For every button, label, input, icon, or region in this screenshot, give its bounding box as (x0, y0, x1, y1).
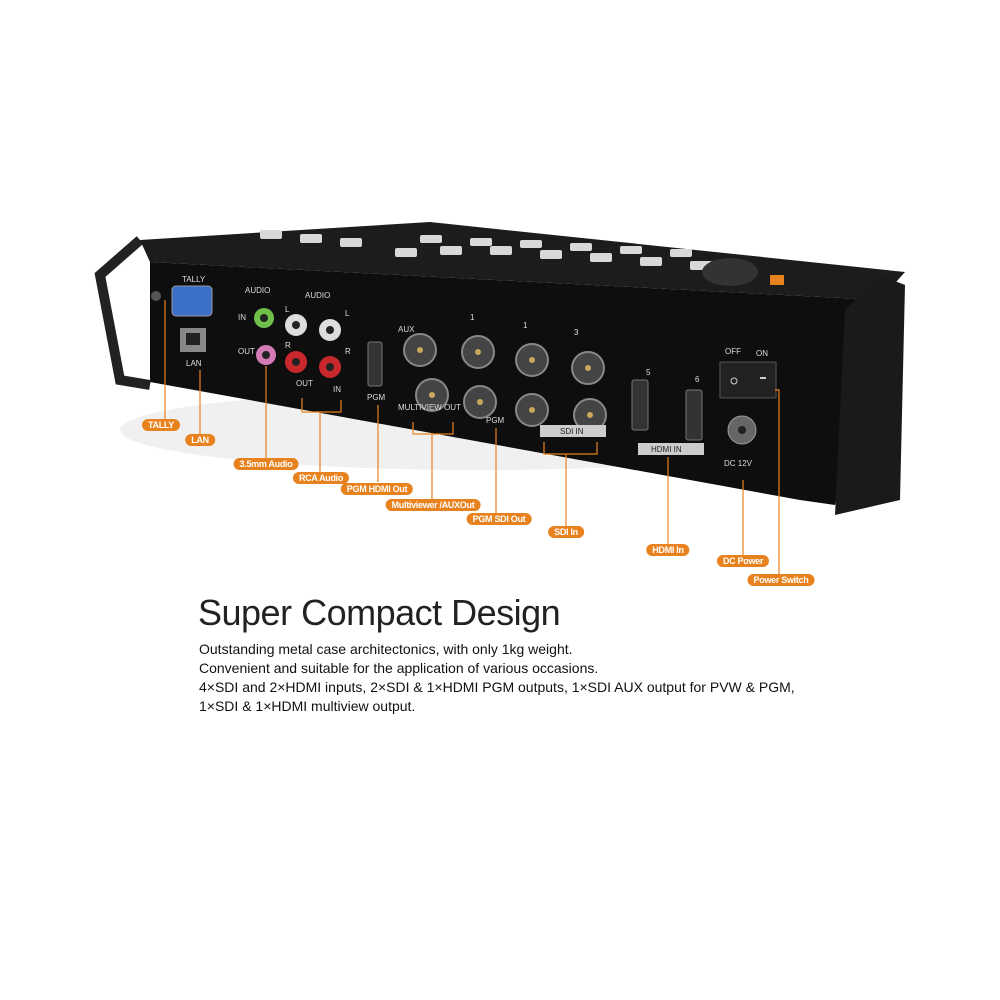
callout-pgm-sdi-out: PGM SDI Out (466, 513, 532, 525)
callout-tally: TALLY (141, 419, 181, 431)
svg-text:HDMI IN: HDMI IN (651, 445, 682, 454)
left-handle (94, 236, 151, 390)
svg-text:R: R (285, 341, 291, 350)
pgm-hdmi-port (367, 341, 383, 387)
right-side-panel (835, 275, 905, 515)
power-switch (719, 361, 777, 399)
svg-text:PGM: PGM (367, 393, 386, 402)
svg-text:L: L (285, 305, 290, 314)
callout-sdi-in: SDI In (548, 526, 584, 538)
callout-lines (164, 300, 780, 574)
svg-text:1: 1 (470, 313, 475, 322)
svg-text:3: 3 (574, 328, 579, 337)
callout-pgm-hdmi-out: PGM HDMI Out (340, 483, 414, 495)
description: Outstanding metal case architectonics, w… (199, 640, 795, 716)
description-line: 4×SDI and 2×HDMI inputs, 2×SDI & 1×HDMI … (199, 679, 795, 695)
description-line: Outstanding metal case architectonics, w… (199, 641, 573, 657)
callout-multiviewer-aux-out: Multiviewer /AUXOut (385, 499, 481, 511)
callout-rca-audio: RCA Audio (292, 472, 350, 484)
svg-text:PGM: PGM (486, 416, 505, 425)
svg-text:AUX: AUX (398, 325, 415, 334)
svg-text:LAN: LAN (186, 359, 202, 368)
callout-lan: LAN (185, 434, 215, 446)
t-bar-knob (702, 258, 758, 286)
svg-text:IN: IN (333, 385, 341, 394)
svg-text:TALLY: TALLY (182, 275, 206, 284)
svg-text:IN: IN (238, 313, 246, 322)
svg-text:5: 5 (646, 368, 651, 377)
svg-text:ON: ON (756, 349, 768, 358)
description-line: 1×SDI & 1×HDMI multiview output. (199, 698, 416, 714)
svg-text:OUT: OUT (238, 347, 255, 356)
video-switcher-device: TALLY LAN AUDIO IN OUT AUDIO L L R R OUT… (94, 222, 905, 574)
svg-text:OUT: OUT (296, 379, 313, 388)
svg-text:MULTIVIEW OUT: MULTIVIEW OUT (398, 403, 461, 412)
hdmi-in-5 (631, 379, 649, 431)
callout-3-5mm-audio: 3.5mm Audio (233, 458, 299, 470)
description-line: Convenient and suitable for the applicat… (199, 660, 599, 676)
hdmi-in-6 (685, 389, 703, 441)
svg-text:L: L (345, 309, 350, 318)
svg-text:SDI IN: SDI IN (560, 427, 584, 436)
tally-port (171, 285, 213, 317)
svg-text:DC 12V: DC 12V (724, 459, 753, 468)
svg-text:1: 1 (523, 321, 528, 330)
svg-text:6: 6 (695, 375, 700, 384)
svg-text:AUDIO: AUDIO (305, 291, 330, 300)
callout-power-switch: Power Switch (747, 574, 815, 586)
callout-dc-power: DC Power (716, 555, 770, 567)
heading: Super Compact Design (198, 592, 561, 633)
svg-text:OFF: OFF (725, 347, 741, 356)
svg-text:AUDIO: AUDIO (245, 286, 270, 295)
control-buttons (260, 230, 712, 270)
svg-text:R: R (345, 347, 351, 356)
callout-hdmi-in: HDMI In (646, 544, 690, 556)
